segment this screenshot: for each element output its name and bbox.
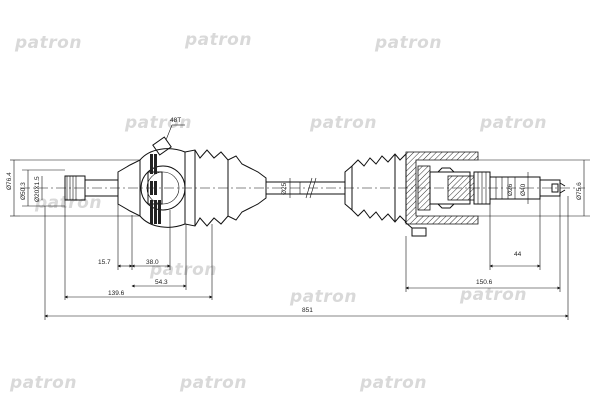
dim-shaft-diameter: Ø25 [281, 182, 288, 195]
watermark-logo: patron [184, 30, 252, 50]
dim-right-diameter-1: Ø26 [507, 183, 514, 196]
dim-length-2: 38.0 [146, 259, 159, 266]
dim-thread: Ø20X1.5 [34, 176, 41, 202]
abs-ring [150, 154, 161, 224]
dim-right-diameter-3: Ø75.6 [576, 182, 583, 200]
dim-length-3: 54.3 [155, 279, 168, 286]
watermark-logo: patron [124, 113, 192, 133]
dim-total-length: 851 [302, 307, 313, 314]
left-boot [184, 149, 267, 227]
watermark-logo: patron [289, 287, 357, 307]
dim-flange-diameter: Ø50.3 [20, 182, 27, 200]
watermark-logo: patron [459, 285, 527, 305]
left-length-dims [64, 200, 213, 300]
dim-right-length-2: 150.6 [476, 279, 493, 286]
right-stub-shaft [489, 176, 566, 200]
left-diameter-dims [10, 159, 140, 217]
dim-abs-teeth: 48T [170, 117, 181, 124]
watermark-group: patron patron patron patron patron patro… [9, 30, 547, 393]
watermark-logo: patron [14, 33, 82, 53]
watermark-logo: patron [179, 373, 247, 393]
dim-right-length-1: 44 [514, 251, 522, 258]
right-length-dims [405, 196, 561, 292]
main-shaft [266, 177, 345, 199]
dim-outer-diameter: Ø76.4 [6, 172, 13, 190]
outer-cv-joint [139, 124, 186, 228]
watermark-logo: patron [374, 33, 442, 53]
watermark-logo: patron [359, 373, 427, 393]
dim-length-4: 139.6 [108, 290, 125, 297]
dim-length-1: 15.7 [98, 259, 111, 266]
watermark-logo: patron [309, 113, 377, 133]
dim-right-diameter-2: Ø40 [520, 183, 527, 196]
total-length-dim [44, 196, 569, 320]
watermark-logo: patron [9, 373, 77, 393]
watermark-logo: patron [479, 113, 547, 133]
right-diameter-dims [478, 159, 590, 217]
watermark-logo: patron [149, 260, 217, 280]
inner-joint [404, 151, 491, 237]
